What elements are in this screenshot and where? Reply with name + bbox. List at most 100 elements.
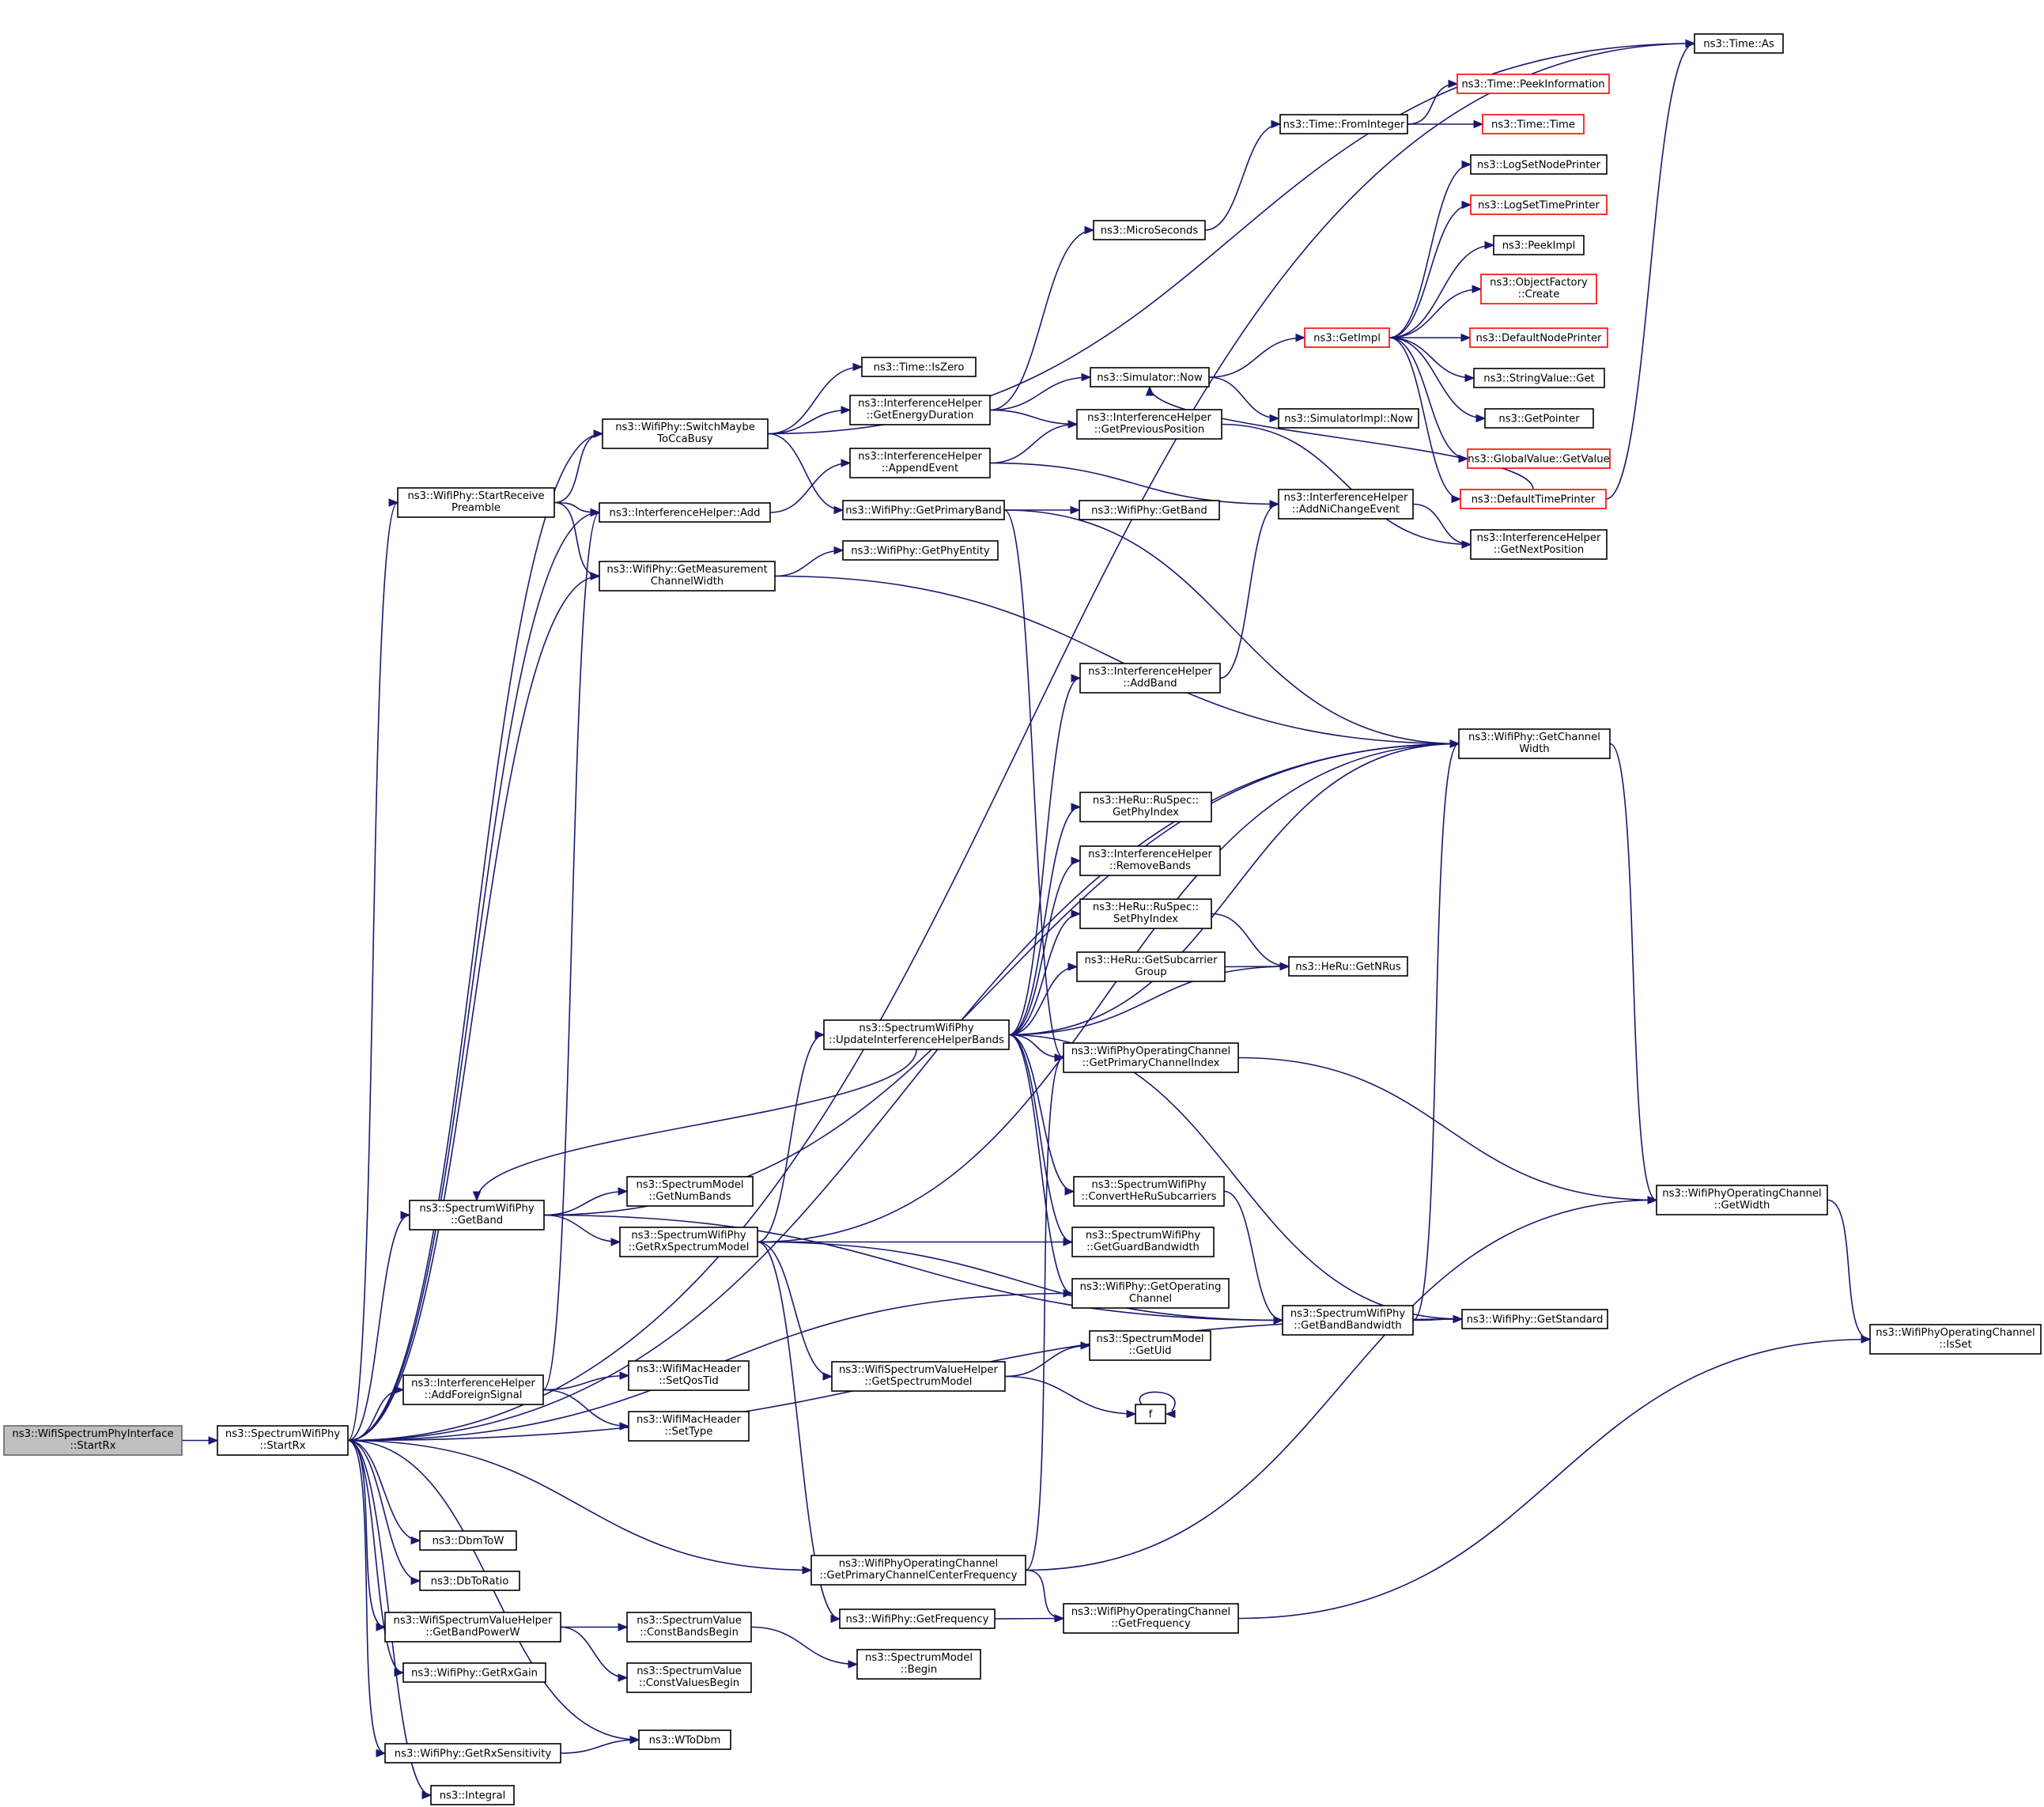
graph-node-n48[interactable]: ns3::SimulatorImpl::Now xyxy=(1278,408,1419,429)
node-box[interactable] xyxy=(1456,74,1610,94)
graph-node-n13[interactable]: ns3::DbToRatio xyxy=(419,1571,520,1591)
graph-node-n25[interactable]: ns3::SpectrumModel::GetNumBands xyxy=(626,1176,754,1207)
graph-node-n2[interactable]: ns3::Time::As xyxy=(1694,33,1784,54)
node-box[interactable] xyxy=(1063,1603,1239,1634)
node-box[interactable] xyxy=(1467,448,1611,469)
graph-node-n54[interactable]: ns3::HeRu::RuSpec::SetPhyIndex xyxy=(1079,898,1212,929)
graph-node-n34[interactable]: ns3::WifiPhy::GetFrequency xyxy=(839,1609,996,1629)
graph-node-n33[interactable]: ns3::WifiPhyOperatingChannel::GetWidth xyxy=(1656,1185,1828,1215)
node-box[interactable] xyxy=(599,502,771,523)
graph-node-n41[interactable]: ns3::SpectrumWifiPhy::UpdateInterference… xyxy=(823,1019,1010,1050)
node-box[interactable] xyxy=(626,1662,752,1693)
node-box[interactable] xyxy=(1093,220,1206,240)
node-box[interactable] xyxy=(1461,1309,1608,1329)
node-box[interactable] xyxy=(619,1227,758,1257)
graph-node-n58[interactable]: ns3::SpectrumModel::GetUid xyxy=(1089,1330,1211,1361)
node-box[interactable] xyxy=(842,500,1005,520)
graph-node-n36[interactable]: ns3::MicroSeconds xyxy=(1093,220,1206,240)
graph-node-n51[interactable]: ns3::InterferenceHelper::AddBand xyxy=(1079,663,1221,694)
graph-node-n45[interactable]: ns3::WifiPhyOperatingChannel::IsSet xyxy=(1869,1324,2042,1355)
node-box[interactable] xyxy=(1079,663,1221,694)
node-box[interactable] xyxy=(1278,489,1414,520)
node-box[interactable] xyxy=(384,1612,561,1643)
graph-node-n38[interactable]: ns3::InterferenceHelper::GetPreviousPosi… xyxy=(1076,409,1222,440)
graph-node-n66[interactable]: ns3::DefaultNodePrinter xyxy=(1469,327,1608,348)
node-box[interactable] xyxy=(823,1019,1010,1050)
node-box[interactable] xyxy=(1656,1185,1828,1215)
graph-node-n67[interactable]: ns3::StringValue::Get xyxy=(1473,368,1605,388)
graph-node-n22[interactable]: ns3::WifiPhy::GetPrimaryBand xyxy=(842,500,1005,520)
node-box[interactable] xyxy=(419,1571,520,1591)
node-box[interactable] xyxy=(628,1360,750,1391)
graph-node-n59[interactable]: f xyxy=(1135,1404,1166,1424)
node-box[interactable] xyxy=(810,1555,1026,1586)
graph-node-n52[interactable]: ns3::HeRu::RuSpec::GetPhyIndex xyxy=(1079,792,1212,822)
node-box[interactable] xyxy=(397,487,555,518)
graph-node-n63[interactable]: ns3::LogSetTimePrinter xyxy=(1470,195,1608,215)
node-box[interactable] xyxy=(1282,1305,1414,1336)
graph-node-n28[interactable]: ns3::WifiMacHeader::SetQosTid xyxy=(628,1360,750,1391)
graph-node-n29[interactable]: ns3::WifiMacHeader::SetType xyxy=(628,1411,750,1442)
graph-node-n18[interactable]: ns3::Integral xyxy=(430,1785,515,1805)
graph-node-n0[interactable]: ns3::WifiSpectrumPhyInterface::StartRx xyxy=(3,1425,183,1456)
node-box[interactable] xyxy=(3,1425,183,1456)
node-box[interactable] xyxy=(626,1612,752,1643)
graph-node-n17[interactable]: ns3::WToDbm xyxy=(638,1730,731,1750)
graph-node-n50[interactable]: ns3::InterferenceHelper::GetNextPosition xyxy=(1470,529,1608,560)
node-box[interactable] xyxy=(1288,956,1408,977)
graph-node-n46[interactable]: ns3::Time::FromInteger xyxy=(1279,114,1408,134)
node-box[interactable] xyxy=(409,1200,545,1230)
graph-node-n60[interactable]: ns3::Time::PeekInformation xyxy=(1456,74,1610,94)
node-box[interactable] xyxy=(1473,368,1605,388)
node-box[interactable] xyxy=(1470,529,1608,560)
node-box[interactable] xyxy=(1063,1042,1239,1073)
node-box[interactable] xyxy=(1079,500,1220,520)
graph-node-n14[interactable]: ns3::WifiSpectrumValueHelper::GetBandPow… xyxy=(384,1612,561,1643)
node-box[interactable] xyxy=(626,1176,754,1207)
node-box[interactable] xyxy=(1079,845,1221,876)
graph-node-n42[interactable]: ns3::WifiSpectrumValueHelper::GetSpectru… xyxy=(831,1361,1006,1392)
graph-node-n49[interactable]: ns3::DefaultTimePrinter xyxy=(1460,489,1607,509)
graph-node-n47[interactable]: ns3::GetImpl xyxy=(1304,327,1390,348)
node-box[interactable] xyxy=(1869,1324,2042,1355)
node-box[interactable] xyxy=(849,395,991,425)
node-box[interactable] xyxy=(628,1411,750,1442)
node-box[interactable] xyxy=(839,1609,996,1629)
node-box[interactable] xyxy=(1484,408,1594,429)
node-box[interactable] xyxy=(384,1743,561,1764)
node-box[interactable] xyxy=(842,540,999,561)
graph-node-n61[interactable]: ns3::Time::Time xyxy=(1482,114,1585,134)
node-box[interactable] xyxy=(1458,728,1611,759)
node-box[interactable] xyxy=(1278,408,1419,429)
node-box[interactable] xyxy=(217,1425,349,1456)
graph-node-n62[interactable]: ns3::LogSetNodePrinter xyxy=(1470,154,1608,175)
node-box[interactable] xyxy=(849,448,991,478)
node-box[interactable] xyxy=(1076,409,1222,440)
node-box[interactable] xyxy=(1480,274,1597,304)
node-box[interactable] xyxy=(1090,367,1210,387)
graph-node-n31[interactable]: ns3::SpectrumValue::ConstValuesBegin xyxy=(626,1662,752,1693)
node-box[interactable] xyxy=(1076,951,1226,982)
node-box[interactable] xyxy=(599,561,776,592)
node-box[interactable] xyxy=(856,1649,981,1680)
node-box[interactable] xyxy=(831,1361,1006,1392)
graph-node-n64[interactable]: ns3::PeekImpl xyxy=(1493,235,1585,255)
node-box[interactable] xyxy=(1469,327,1608,348)
node-box[interactable] xyxy=(602,418,769,449)
node-box[interactable] xyxy=(638,1730,731,1750)
graph-node-n68[interactable]: ns3::GetPointer xyxy=(1484,408,1594,429)
graph-node-n39[interactable]: ns3::WifiPhy::GetBand xyxy=(1079,500,1220,520)
graph-node-n32[interactable]: ns3::WifiPhyOperatingChannel::GetPrimary… xyxy=(1063,1042,1239,1073)
node-box[interactable] xyxy=(1089,1330,1211,1361)
node-box[interactable] xyxy=(1470,195,1608,215)
node-box[interactable] xyxy=(861,357,977,377)
graph-node-n57[interactable]: ns3::SpectrumWifiPhy::ConvertHeRuSubcarr… xyxy=(1073,1176,1225,1207)
node-box[interactable] xyxy=(1493,235,1585,255)
graph-node-n26[interactable]: ns3::SpectrumWifiPhy::GetRxSpectrumModel xyxy=(619,1227,758,1257)
graph-node-n35[interactable]: ns3::WifiPhyOperatingChannel::GetFrequen… xyxy=(1063,1603,1239,1634)
